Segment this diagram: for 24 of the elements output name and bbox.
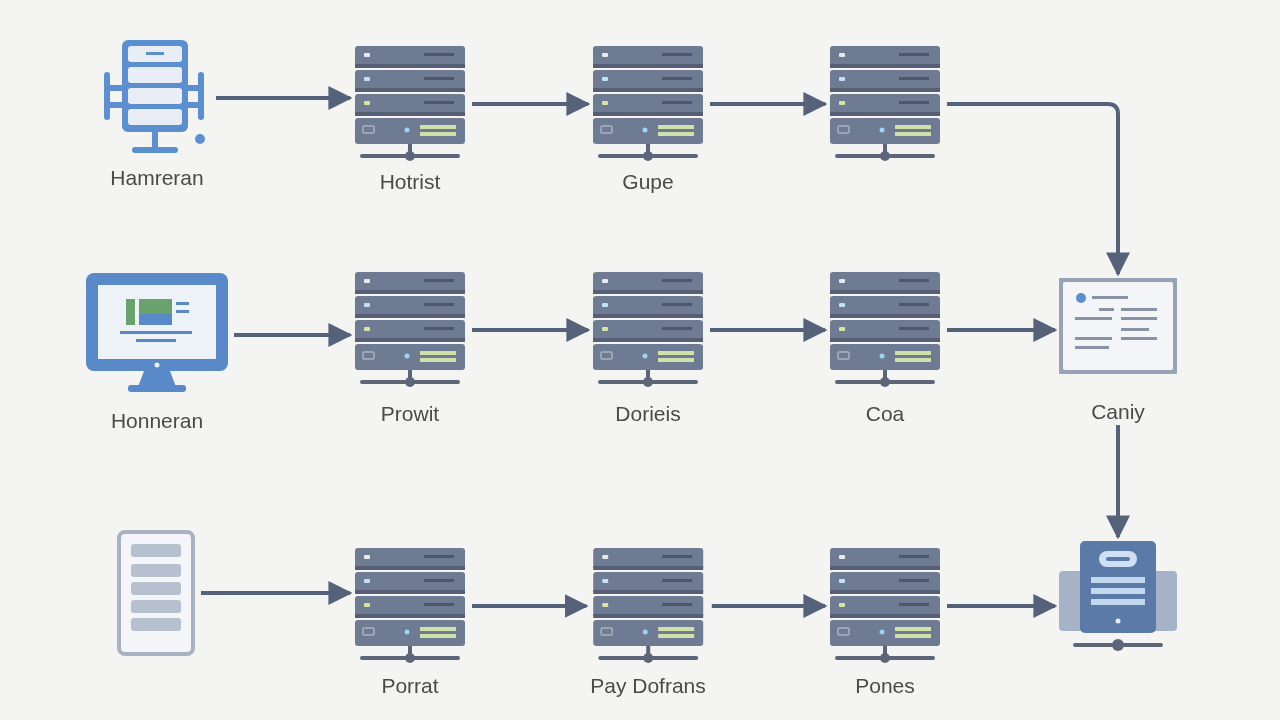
node-label: Hotrist (379, 170, 441, 194)
arrow (710, 318, 828, 342)
node-label: Caniy (1091, 400, 1145, 424)
arrow (201, 581, 353, 605)
arrow (1106, 425, 1130, 540)
node-label: Coa (865, 402, 905, 426)
node-label: Pay Dofrans (590, 674, 706, 698)
node-label: Gupe (622, 170, 674, 194)
node-label: Hamreran (110, 166, 204, 190)
arrow (947, 102, 1130, 277)
arrow (216, 86, 353, 110)
node-label: Honneran (110, 409, 204, 433)
arrow (234, 323, 353, 347)
arrow (710, 92, 828, 116)
arrow (472, 594, 589, 618)
node-label: Pones (855, 674, 915, 698)
arrow (472, 318, 591, 342)
node-label: Dorieis (615, 402, 681, 426)
arrow (472, 92, 591, 116)
node-label: Porrat (381, 674, 439, 698)
arrow (947, 594, 1058, 618)
arrow (711, 594, 828, 618)
arrow (947, 318, 1058, 342)
node-label: Prowit (380, 402, 440, 426)
